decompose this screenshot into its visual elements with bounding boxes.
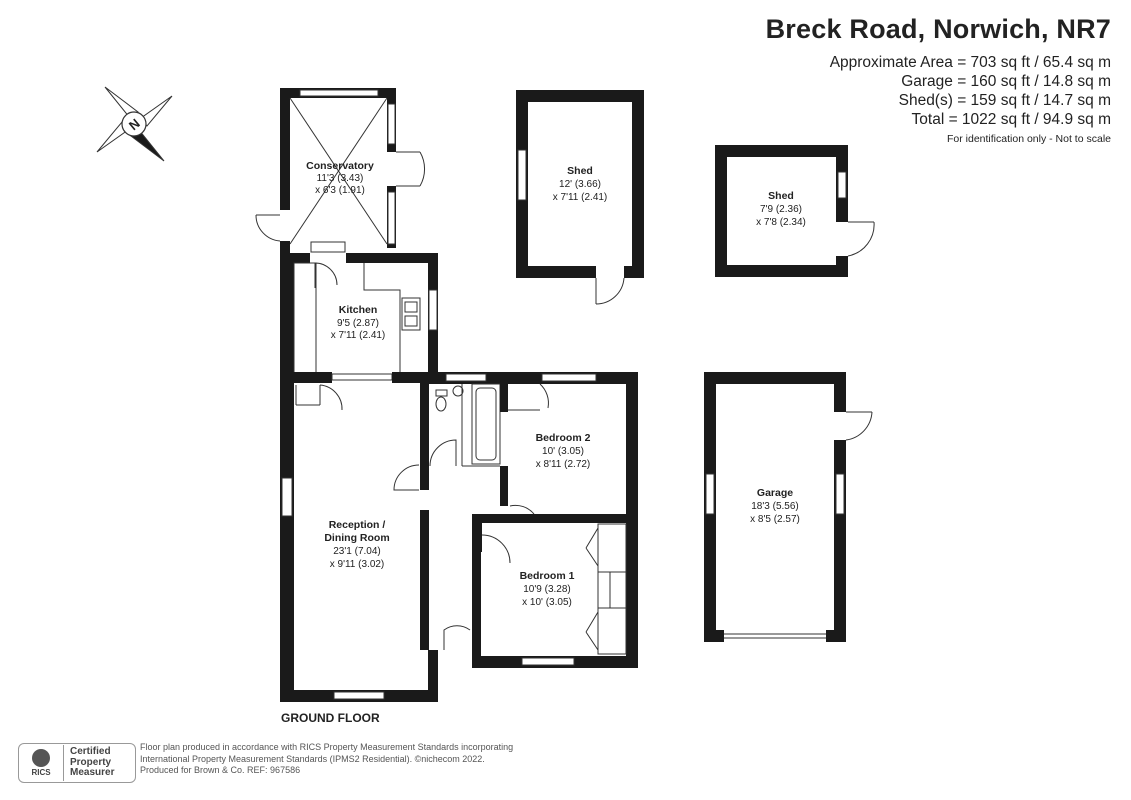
rics-badge: RICS Certified Property Measurer <box>18 743 136 783</box>
cert-line: Certified <box>70 746 111 758</box>
room-name: Bedroom 2 <box>536 432 591 444</box>
room-bathroom <box>428 372 508 467</box>
disclaimer-note: For identification only - Not to scale <box>947 133 1111 145</box>
room-name: Kitchen <box>339 304 378 316</box>
header: Breck Road, Norwich, NR7 Approximate Are… <box>766 14 1111 145</box>
room-name: Shed <box>567 165 593 177</box>
room-name-2: Dining Room <box>324 532 389 544</box>
compass-icon: N <box>96 86 173 162</box>
room-dim: 11'3 (3.43) <box>317 173 364 184</box>
shed-2 <box>715 145 875 277</box>
footer-line: Produced for Brown & Co. REF: 967586 <box>140 765 301 775</box>
area-sheds: Shed(s) = 159 sq ft / 14.7 sq m <box>898 92 1111 109</box>
room-dim: x 8'5 (2.57) <box>750 514 800 525</box>
cert-line: Measurer <box>70 767 115 779</box>
label-reception: Reception / Dining Room 23'1 (7.04) x 9'… <box>324 519 389 570</box>
footer-line: International Property Measurement Stand… <box>140 753 485 764</box>
label-bedroom-1: Bedroom 1 10'9 (3.28) x 10' (3.05) <box>520 570 575 608</box>
garage <box>704 372 873 642</box>
room-kitchen <box>280 241 438 383</box>
area-garage: Garage = 160 sq ft / 14.8 sq m <box>901 73 1111 90</box>
room-dim: 12' (3.66) <box>559 179 601 190</box>
room-conservatory <box>255 88 426 255</box>
area-approx: Approximate Area = 703 sq ft / 65.4 sq m <box>829 54 1111 71</box>
room-dim: 18'3 (5.56) <box>751 501 799 512</box>
label-kitchen: Kitchen 9'5 (2.87) x 7'11 (2.41) <box>331 304 386 341</box>
footer-line: Floor plan produced in accordance with R… <box>140 742 514 752</box>
page-title: Breck Road, Norwich, NR7 <box>765 14 1111 44</box>
label-conservatory: Conservatory 11'3 (3.43) x 6'3 (1.91) <box>306 160 374 196</box>
area-total: Total = 1022 sq ft / 94.9 sq m <box>911 111 1111 128</box>
certification-text: Certified Property Measurer <box>64 747 114 779</box>
label-shed-1: Shed 12' (3.66) x 7'11 (2.41) <box>553 165 608 203</box>
shed-1 <box>516 90 644 305</box>
room-name: Garage <box>757 487 793 499</box>
room-name: Conservatory <box>306 160 374 172</box>
footer-text: Floor plan produced in accordance with R… <box>140 742 513 777</box>
rics-logo-text: RICS <box>31 768 51 777</box>
room-dim: x 8'11 (2.72) <box>536 459 591 470</box>
floor-name: GROUND FLOOR <box>281 711 380 725</box>
cert-line: Property <box>70 756 112 768</box>
room-dim: 10' (3.05) <box>542 446 584 457</box>
area-summary: Approximate Area = 703 sq ft / 65.4 sq m… <box>766 53 1111 129</box>
room-dim: x 7'8 (2.34) <box>756 217 806 228</box>
label-shed-2: Shed 7'9 (2.36) x 7'8 (2.34) <box>756 190 806 228</box>
room-name: Reception / <box>329 519 386 531</box>
room-bedroom-2 <box>476 372 638 526</box>
rics-logo-icon: RICS <box>19 745 64 781</box>
room-dim: 9'5 (2.87) <box>337 318 379 329</box>
label-bedroom-2: Bedroom 2 10' (3.05) x 8'11 (2.72) <box>536 432 591 470</box>
label-garage: Garage 18'3 (5.56) x 8'5 (2.57) <box>750 487 800 525</box>
room-name: Bedroom 1 <box>520 570 575 582</box>
room-dim: 10'9 (3.28) <box>523 584 571 595</box>
room-dim: 23'1 (7.04) <box>333 546 381 557</box>
room-dim: x 7'11 (2.41) <box>331 330 386 341</box>
room-bedroom-1 <box>472 514 638 668</box>
room-dim: x 6'3 (1.91) <box>315 185 365 196</box>
room-dim: 7'9 (2.36) <box>760 204 802 215</box>
room-name: Shed <box>768 190 794 202</box>
room-reception <box>280 372 471 702</box>
room-dim: x 10' (3.05) <box>522 597 572 608</box>
room-dim: x 9'11 (3.02) <box>330 559 385 570</box>
room-dim: x 7'11 (2.41) <box>553 192 608 203</box>
